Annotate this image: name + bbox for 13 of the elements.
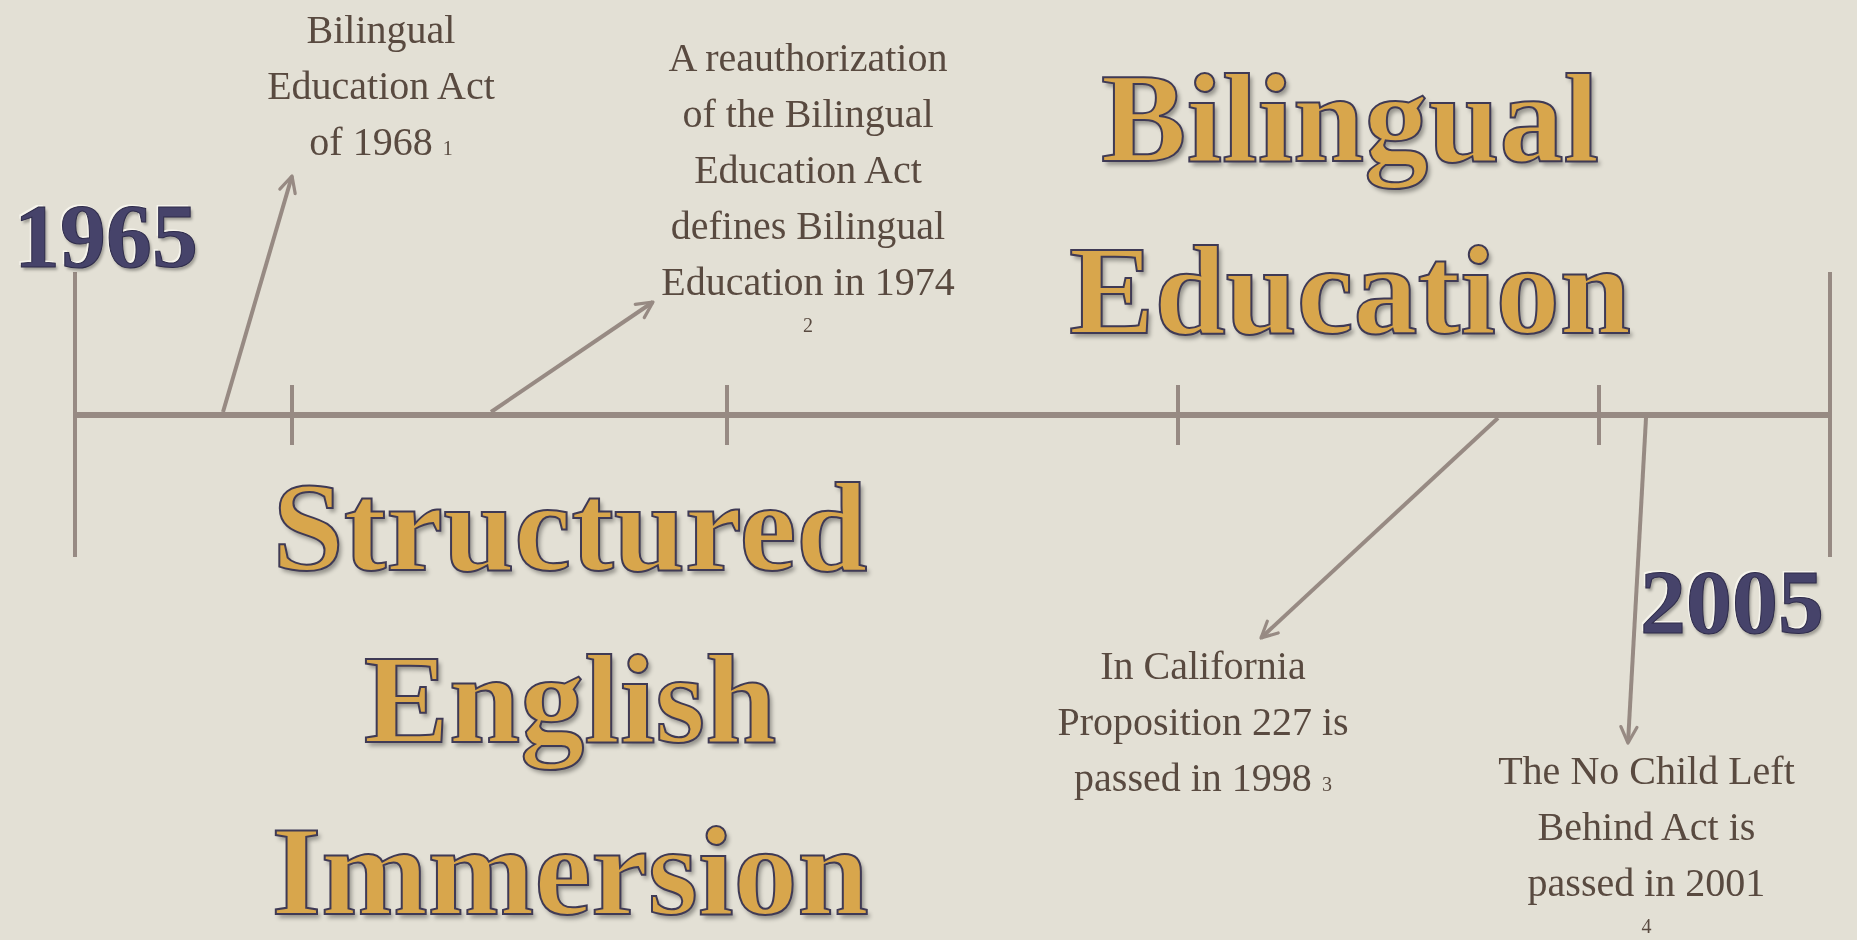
- event-text: The No Child Left Behind Act is passed in 2001: [1497, 747, 1796, 907]
- period-title: Bilingual Education: [1068, 46, 1632, 363]
- footnote-number: 4: [1640, 914, 1653, 939]
- period-title: Structured English Immersion: [270, 455, 870, 940]
- footnote-number: 2: [802, 313, 814, 338]
- timeline-axis: [75, 412, 1830, 418]
- arrow: [221, 174, 297, 413]
- arrow: [1619, 417, 1648, 745]
- year-label: 1965: [14, 186, 199, 286]
- event-text: A reauthorization of the Bilingual Education Act defines Bilingual Education in 1974: [660, 34, 956, 306]
- arrow: [1259, 416, 1500, 640]
- arrow: [489, 300, 655, 414]
- year-label: 2005: [1640, 552, 1825, 652]
